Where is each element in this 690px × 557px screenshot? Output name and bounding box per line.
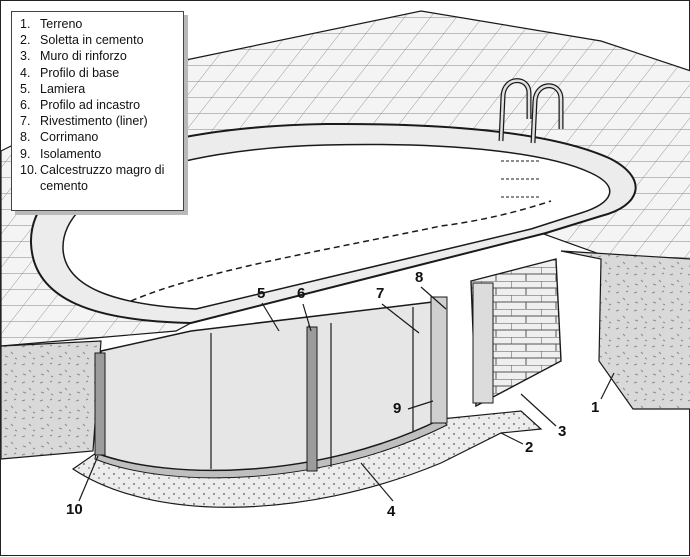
- legend-item: 9. Isolamento: [20, 146, 177, 162]
- callout-10: 10: [66, 501, 83, 518]
- legend-number: 10.: [20, 162, 38, 177]
- soil-right: [560, 250, 690, 410]
- legend-label: Isolamento: [40, 146, 102, 161]
- liner-line: [130, 200, 552, 302]
- block-wall-front: [472, 282, 494, 404]
- legend-item: 4. Profilo di base: [20, 65, 177, 81]
- legend-label: Terreno: [40, 17, 83, 31]
- callout-5: 5: [257, 285, 266, 302]
- legend-item: 7. Rivestimento (liner): [20, 113, 177, 129]
- callout-2: 2: [525, 439, 534, 456]
- legend-number: 6.: [20, 98, 31, 113]
- callout-1: 1: [591, 399, 600, 416]
- callout-6: 6: [297, 285, 306, 302]
- legend-number: 2.: [20, 33, 31, 48]
- legend-number: 9.: [20, 146, 31, 161]
- callout-3: 3: [558, 423, 567, 440]
- legend-item: 3. Muro di rinforzo: [20, 48, 177, 64]
- legend-item: 8. Corrimano: [20, 129, 177, 145]
- legend-number: 1.: [20, 17, 31, 31]
- legend-number: 4.: [20, 65, 31, 80]
- legend-number: 8.: [20, 130, 31, 145]
- legend-number: 5.: [20, 81, 31, 96]
- legend-label: Rivestimento (liner): [40, 114, 148, 129]
- wall-edge-profile: [94, 352, 106, 456]
- callout-8: 8: [415, 269, 424, 286]
- legend-label: Lamiera: [40, 81, 86, 96]
- callout-7: 7: [376, 285, 385, 302]
- legend-item: 5. Lamiera: [20, 81, 177, 97]
- legend-item: 2. Soletta in cemento: [20, 32, 177, 48]
- legend-label: Corrimano: [40, 130, 99, 145]
- callout-9: 9: [393, 400, 402, 417]
- legend-item: 10.Calcestruzzo magro di cemento: [20, 162, 177, 194]
- legend-item: 1. Terreno: [20, 16, 177, 32]
- callout-leaders: [78, 286, 615, 502]
- legend-box: 1. Terreno 2. Soletta in cemento 3. Muro di…: [11, 11, 184, 211]
- callout-4: 4: [387, 503, 396, 520]
- legend-label: Calcestruzzo magro di cemento: [40, 162, 165, 194]
- insulation-strip: [430, 296, 448, 424]
- interlock-profile: [306, 326, 318, 472]
- soil-left: [1, 340, 102, 460]
- ladder-steps: [501, 160, 541, 198]
- legend-number: 3.: [20, 49, 31, 64]
- legend-label: Profilo ad incastro: [40, 98, 141, 113]
- legend-label: Muro di rinforzo: [40, 49, 127, 64]
- legend-number: 7.: [20, 114, 31, 129]
- legend-label: Profilo di base: [40, 65, 120, 80]
- legend-item: 6. Profilo ad incastro: [20, 97, 177, 113]
- legend-label: Soletta in cemento: [40, 33, 144, 48]
